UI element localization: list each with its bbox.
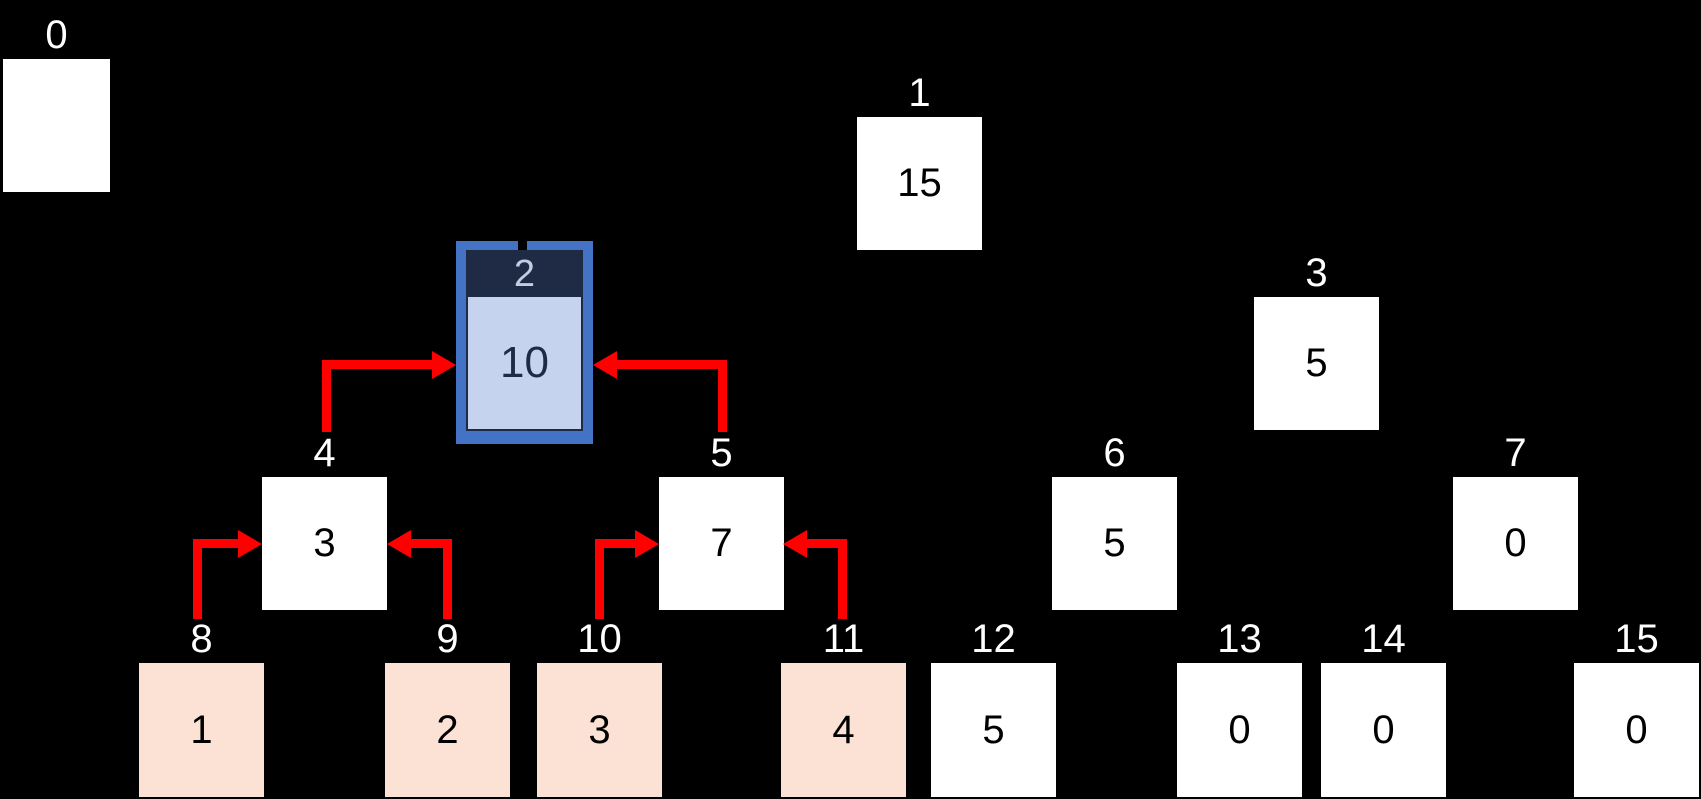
node-12-value: 5 [982,707,1005,752]
node-7-value: 0 [1504,521,1527,565]
node-14-value: 0 [1372,707,1395,752]
node-9-index-label: 9 [436,617,459,661]
node-5-box: 7 [659,477,784,610]
arrow-5-to-2-horizontal [617,360,727,369]
arrow-4-to-2-vertical [322,360,331,432]
node-11-index-label: 11 [822,617,865,661]
arrow-8-to-4-vertical [193,539,202,619]
node-5-value: 7 [710,521,733,565]
node-2-inner: 2 10 [466,250,583,431]
node-13-index-label: 13 [1217,617,1262,661]
node-4-box: 3 [262,477,387,610]
node-2-value: 10 [500,338,549,387]
node-5-index-label: 5 [710,431,733,475]
node-15-index-label: 15 [1614,617,1659,661]
arrow-9-to-4-vertical [443,539,452,619]
arrow-10-to-5-vertical [595,539,604,619]
node-12-box: 5 [931,663,1056,797]
node-6-index-label: 6 [1103,431,1126,475]
arrow-11-to-5-head-icon [783,530,807,558]
node-11-value: 4 [832,707,855,752]
arrow-9-to-4-head-icon [387,530,411,558]
node-7-index-label: 7 [1504,431,1527,475]
arrow-8-to-4-horizontal [193,539,238,548]
node-7-box: 0 [1453,477,1578,610]
node-3-value: 5 [1305,341,1328,385]
node-9-box: 2 [385,663,510,797]
node-0-box [3,59,110,192]
node-6-box: 5 [1052,477,1177,610]
node-13-box: 0 [1177,663,1302,797]
node-2-index-header: 2 [468,252,581,297]
node-11-box: 4 [781,663,906,797]
node-15-box: 0 [1574,663,1699,797]
arrow-5-to-2-head-icon [593,351,617,379]
node-8-box: 1 [139,663,264,797]
node-14-index-label: 14 [1361,617,1406,661]
node-10-value: 3 [588,707,611,752]
node-15-value: 0 [1625,707,1648,752]
node-10-box: 3 [537,663,662,797]
node-3-index-label: 3 [1305,251,1328,295]
node-2-top-notch [518,241,527,251]
node-1-value: 15 [897,161,942,205]
node-8-index-label: 8 [190,617,213,661]
arrow-4-to-2-horizontal [322,360,432,369]
arrow-10-to-5-head-icon [635,530,659,558]
node-1-box: 15 [857,117,982,250]
arrow-4-to-2-head-icon [432,351,456,379]
arrow-10-to-5-horizontal [595,539,635,548]
node-8-value: 1 [190,707,213,752]
arrow-11-to-5-horizontal [807,539,847,548]
arrow-8-to-4-head-icon [238,530,262,558]
node-13-value: 0 [1228,707,1251,752]
node-12-index-label: 12 [971,617,1016,661]
node-4-index-label: 4 [313,431,336,475]
node-0-index-label: 0 [45,13,68,57]
node-6-value: 5 [1103,521,1126,565]
arrow-5-to-2-vertical [718,360,727,432]
node-3-box: 5 [1254,297,1379,430]
arrow-11-to-5-vertical [838,539,847,619]
node-2-box-selected: 2 10 [456,241,593,444]
node-14-box: 0 [1321,663,1446,797]
node-1-index-label: 1 [908,71,931,115]
arrow-9-to-4-horizontal [411,539,452,548]
node-9-value: 2 [436,707,459,752]
node-4-value: 3 [313,521,336,565]
node-10-index-label: 10 [577,617,622,661]
